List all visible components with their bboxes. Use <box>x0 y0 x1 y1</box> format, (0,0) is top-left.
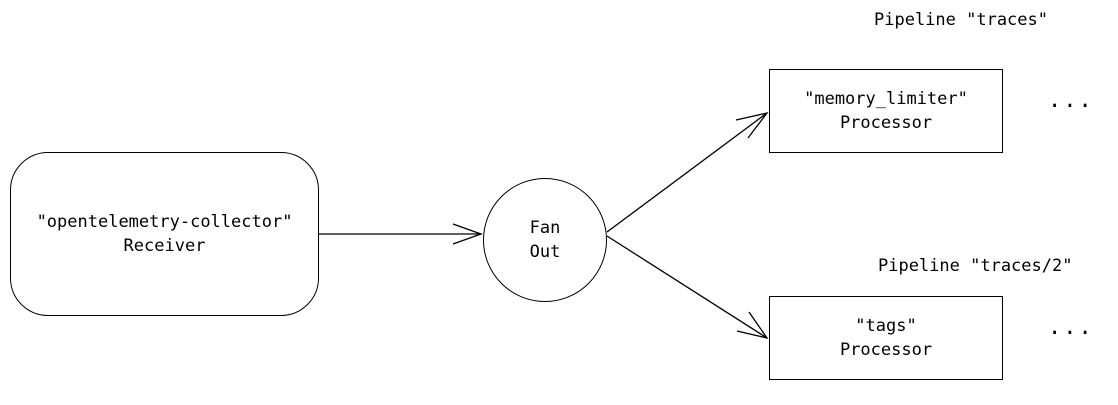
memory-limiter-processor-node: "memory_limiter" Processor <box>769 69 1003 153</box>
edge-fanout-to-tags <box>606 235 768 339</box>
receiver-type: Receiver <box>123 236 206 256</box>
traces-continuation-ellipsis: ... <box>1048 88 1094 113</box>
tags-processor-node: "tags" Processor <box>769 296 1003 380</box>
edge-fanout-to-memory-limiter <box>606 112 768 233</box>
memory-limiter-name: "memory_limiter" <box>804 89 968 109</box>
receiver-node: "opentelemetry-collector" Receiver <box>10 152 319 316</box>
arrowhead-fanout <box>452 223 483 245</box>
pipeline-traces2-label: Pipeline "traces/2" <box>878 256 1073 276</box>
arrowhead-memory-limiter <box>735 111 769 139</box>
fan-out-node: Fan Out <box>483 178 607 302</box>
arrowhead-tags <box>736 311 769 340</box>
fan-out-line2: Out <box>529 242 561 262</box>
tags-type: Processor <box>839 340 933 360</box>
tags-name: "tags" <box>855 316 917 336</box>
fan-out-line1: Fan <box>529 218 561 238</box>
traces2-continuation-ellipsis: ... <box>1048 315 1094 340</box>
memory-limiter-type: Processor <box>839 113 933 133</box>
pipeline-traces-label: Pipeline "traces" <box>874 10 1048 30</box>
receiver-name: "opentelemetry-collector" <box>36 212 293 232</box>
